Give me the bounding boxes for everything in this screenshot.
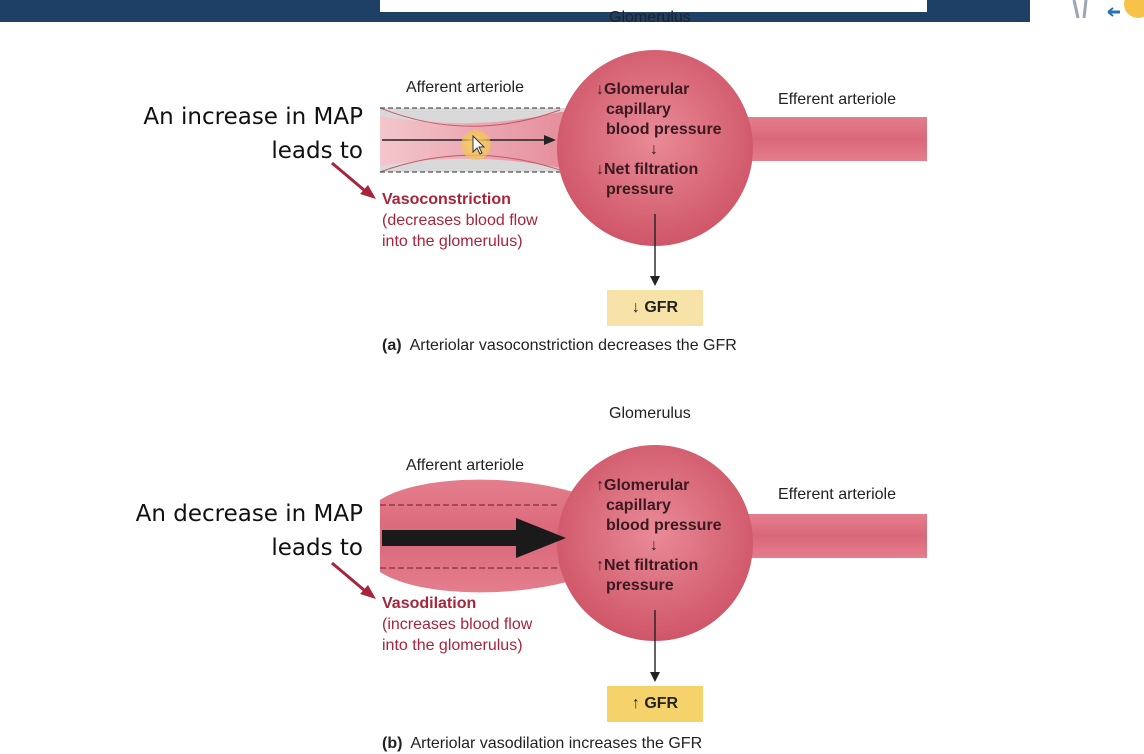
glomerular-pressure-b: ↑Glomerular capillary blood pressure ↓ ↑… — [596, 476, 722, 596]
vasodilation-text: Vasodilation (increases blood flow into … — [382, 593, 532, 656]
pointer-arrow-a — [331, 161, 365, 192]
inner-line5-a: pressure — [606, 181, 674, 198]
logo-icon — [1034, 0, 1144, 22]
effect-line1-a: (decreases blood flow — [382, 212, 538, 229]
flow-arrowhead-a — [544, 135, 556, 145]
glomerular-pressure-a: ↓Glomerular capillary blood pressure ↓ ↓… — [596, 80, 722, 200]
gfr-box-bg-a — [607, 290, 703, 326]
effect-title-a: Vasoconstriction — [382, 191, 511, 208]
gfr-arrowhead-b — [650, 672, 660, 682]
inner-line4-a: ↓Net filtration — [596, 161, 699, 178]
inner-arrow-b: ↓ — [650, 537, 658, 554]
efferent-arteriole-b — [720, 514, 927, 558]
slide-text-b-line1: An decrease in MAP — [135, 501, 363, 527]
caption-tag-a: (a) — [382, 337, 402, 354]
caption-tag-b: (b) — [382, 735, 403, 752]
effect-title-b: Vasodilation — [382, 595, 477, 612]
efferent-arteriole-a — [720, 117, 927, 161]
gfr-arrowhead-a — [650, 276, 660, 286]
inner-arrow-a: ↓ — [650, 141, 658, 158]
glomerulus-label-b: Glomerulus — [609, 405, 691, 422]
glomerulus-a — [557, 50, 753, 246]
caption-text-b: Arteriolar vasodilation increases the GF… — [410, 735, 703, 752]
gfr-box-bg-b — [607, 686, 703, 722]
glomerulus-label-a: Glomerulus — [609, 9, 691, 26]
effect-line2-a: into the glomerulus) — [382, 233, 523, 250]
inner-line2-b: capillary — [606, 497, 671, 514]
pointer-arrowhead-a — [360, 185, 376, 199]
inner-line5-b: pressure — [606, 577, 674, 594]
inner-line1-a: ↓Glomerular — [596, 81, 690, 98]
gfr-box-b: ↑ GFR — [631, 695, 679, 712]
glomerulus-b — [557, 445, 753, 641]
slide-text-a-line2: leads to — [271, 138, 363, 164]
figure-top-edge — [380, 0, 927, 12]
vasoconstriction-text: Vasoconstriction (decreases blood flow i… — [382, 189, 538, 252]
afferent-label-b: Afferent arteriole — [406, 457, 524, 474]
inner-line3-a: blood pressure — [606, 121, 722, 138]
gfr-box-a: ↓ GFR — [631, 299, 679, 316]
flow-arrowhead-b — [516, 518, 566, 558]
flow-arrow-b — [382, 530, 522, 546]
inner-line2-a: capillary — [606, 101, 671, 118]
inner-line1-b: ↑Glomerular — [596, 477, 690, 494]
panel-b — [331, 445, 927, 722]
caption-a: (a) Arteriolar vasoconstriction decreases… — [382, 337, 737, 355]
slide-text-a-line1: An increase in MAP — [143, 104, 363, 130]
efferent-label-a: Efferent arteriole — [778, 91, 896, 108]
effect-line2-b: into the glomerulus) — [382, 637, 523, 654]
afferent-label-a: Afferent arteriole — [406, 79, 524, 96]
caption-b: (b) Arteriolar vasodilation increases the… — [382, 735, 702, 753]
efferent-label-b: Efferent arteriole — [778, 486, 896, 503]
effect-line1-b: (increases blood flow — [382, 616, 533, 633]
pointer-arrow-b — [331, 561, 365, 592]
inner-line3-b: blood pressure — [606, 517, 722, 534]
caption-text-a: Arteriolar vasoconstriction decreases th… — [409, 337, 737, 354]
pointer-arrowhead-b — [360, 585, 376, 599]
panel-a — [331, 50, 927, 326]
slide-text-b-line2: leads to — [271, 535, 363, 561]
inner-line4-b: ↑Net filtration — [596, 557, 699, 574]
cursor-pointer-icon — [472, 134, 486, 155]
